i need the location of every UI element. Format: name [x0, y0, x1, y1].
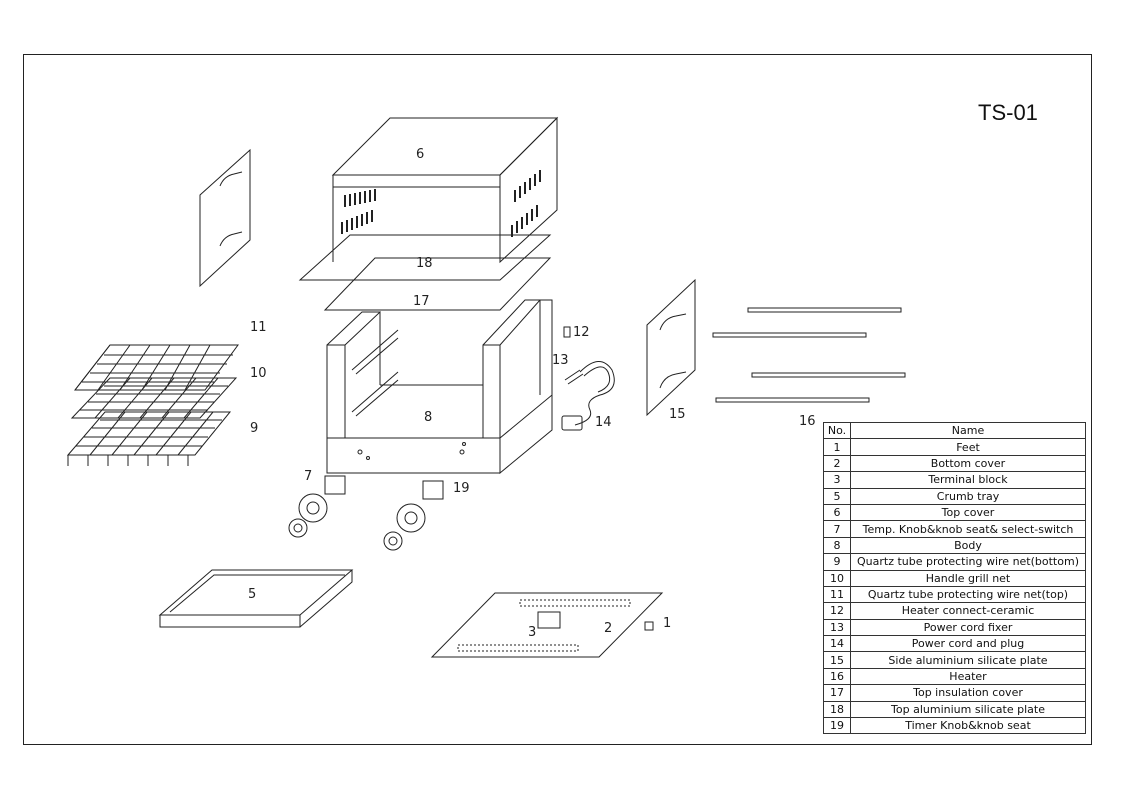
part-name: Feet [850, 438, 1086, 456]
top-insulation-cover-part [323, 257, 552, 311]
part-name: Heater connect-ceramic [850, 602, 1086, 620]
header-name: Name [850, 421, 1086, 440]
part-number: 1 [823, 438, 851, 456]
drawing-frame [23, 54, 1092, 745]
part-name: Bottom cover [850, 454, 1086, 473]
part-number: 3 [823, 471, 851, 489]
callout-3: 3 [528, 625, 536, 640]
part-name: Terminal block [850, 471, 1086, 489]
part-name: Timer Knob&knob seat [850, 717, 1086, 735]
part-number: 16 [823, 667, 851, 686]
callout-11: 11 [250, 320, 267, 335]
part-name: Top cover [850, 503, 1086, 522]
callout-8: 8 [424, 410, 432, 425]
top-cover-part [331, 116, 559, 264]
callout-5: 5 [248, 587, 256, 602]
part-number: 7 [823, 520, 851, 538]
parts-table-header: No. Name [823, 421, 1086, 440]
part-number: 17 [823, 684, 851, 702]
model-title: TS-01 [978, 100, 1038, 125]
part-number: 18 [823, 700, 851, 719]
part-number: 19 [823, 717, 851, 735]
part-name: Body [850, 536, 1086, 555]
part-number: 11 [823, 585, 851, 604]
callout-9: 9 [250, 421, 258, 436]
heater-part [712, 307, 906, 403]
callout-6: 6 [416, 147, 424, 162]
callout-10: 10 [250, 366, 267, 381]
part-name: Heater [850, 667, 1086, 686]
part-name: Power cord fixer [850, 618, 1086, 637]
header-no: No. [823, 421, 851, 440]
part-number: 10 [823, 569, 851, 587]
part-name: Crumb tray [850, 487, 1086, 505]
part-name: Side aluminium silicate plate [850, 651, 1086, 669]
part-name: Top insulation cover [850, 684, 1086, 702]
power-cord-part [561, 326, 615, 431]
bottom-cover-part [430, 592, 664, 658]
part-number: 8 [823, 536, 851, 555]
part-name: Handle grill net [850, 569, 1086, 587]
callout-1: 1 [663, 616, 671, 631]
callout-13: 13 [552, 353, 569, 368]
part-number: 6 [823, 503, 851, 522]
part-number: 5 [823, 487, 851, 505]
top-aluminium-silicate-plate-part [298, 234, 552, 281]
part-name: Quartz tube protecting wire net(top) [850, 585, 1086, 604]
part-name: Top aluminium silicate plate [850, 700, 1086, 719]
callout-2: 2 [604, 621, 612, 636]
callout-19: 19 [453, 481, 470, 496]
part-number: 13 [823, 618, 851, 637]
part-number: 14 [823, 635, 851, 653]
callout-18: 18 [416, 256, 433, 271]
body-part [326, 299, 553, 475]
part-number: 12 [823, 602, 851, 620]
callout-16: 16 [799, 414, 816, 429]
part-name: Power cord and plug [850, 635, 1086, 653]
left-side-plate-part [199, 148, 251, 288]
callout-14: 14 [595, 415, 612, 430]
wire-nets-part [66, 344, 239, 466]
callout-7: 7 [304, 469, 312, 484]
side-aluminium-silicate-plate-part [646, 278, 696, 417]
crumb-tray-part [158, 569, 354, 628]
part-number: 15 [823, 651, 851, 669]
callout-17: 17 [413, 294, 430, 309]
part-name: Temp. Knob&knob seat& select-switch [850, 520, 1086, 538]
part-name: Quartz tube protecting wire net(bottom) [850, 553, 1086, 571]
part-number: 2 [823, 454, 851, 473]
callout-12: 12 [573, 325, 590, 340]
part-number: 9 [823, 553, 851, 571]
knobs-part [288, 475, 444, 551]
callout-15: 15 [669, 407, 686, 422]
